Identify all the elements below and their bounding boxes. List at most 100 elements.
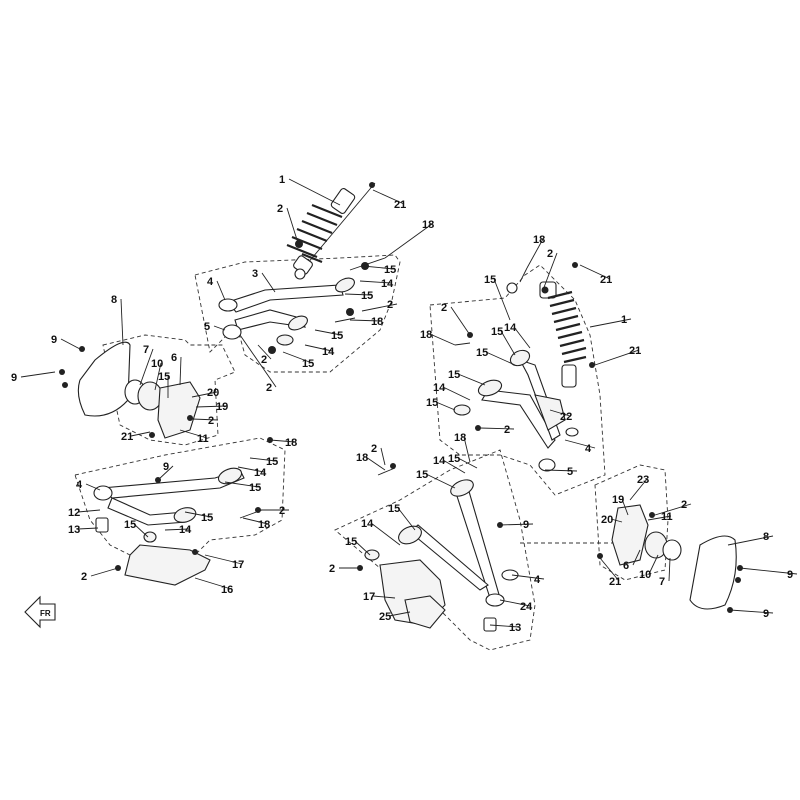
leader-line [133, 523, 149, 538]
callout-number: 15 [201, 512, 213, 524]
leader-line [179, 356, 182, 386]
leader-line [130, 431, 151, 437]
callout-2: 2 [441, 302, 471, 336]
leader-line [727, 535, 774, 546]
callout-15: 15 [448, 369, 486, 386]
leader-line [621, 498, 629, 516]
leader-line [344, 293, 372, 296]
callout-15: 15 [249, 456, 278, 468]
callout-number: 7 [659, 576, 665, 588]
callout-number: 14 [322, 346, 335, 358]
callout-number: 6 [623, 560, 629, 572]
leader-line [372, 189, 405, 205]
callout-number: 14 [433, 382, 446, 394]
leader-line [429, 333, 456, 346]
leader-line [237, 466, 265, 473]
callout-9: 9 [51, 334, 81, 350]
leader-line [242, 517, 269, 525]
callout-number: 15 [249, 482, 261, 494]
callout-15: 15 [158, 371, 170, 398]
callout-9: 9 [499, 519, 534, 531]
callout-number: 21 [609, 576, 621, 588]
callout-number: 4 [76, 479, 83, 491]
callout-number: 20 [207, 387, 219, 399]
leader-line [354, 540, 371, 556]
callout-8: 8 [111, 294, 124, 346]
callout-9: 9 [157, 461, 174, 481]
callout-number: 17 [232, 559, 244, 571]
leader-line [511, 574, 545, 580]
callout-2: 2 [277, 203, 299, 244]
callout-number: 4 [207, 276, 214, 288]
callout-number: 21 [394, 199, 406, 211]
callout-number: 4 [534, 574, 541, 586]
leader-line [213, 325, 226, 331]
callout-number: 1 [279, 174, 285, 186]
callout-number: 16 [221, 584, 233, 596]
callout-number: 15 [158, 371, 170, 383]
leader-line [479, 427, 515, 430]
leader-line [269, 439, 296, 443]
leader-line [195, 405, 227, 408]
callout-18: 18 [269, 437, 297, 449]
leader-line [184, 511, 212, 518]
callout-number: 10 [151, 358, 163, 370]
callout-number: 15 [448, 453, 460, 465]
callout-number: 2 [504, 424, 510, 436]
callout-number: 15 [302, 358, 314, 370]
left-lower-arm-boundary [74, 437, 286, 571]
leader-line [450, 306, 471, 336]
callout-7: 7 [139, 344, 154, 386]
leader-line [544, 469, 578, 472]
callout-number: 21 [629, 345, 641, 357]
callout-20: 20 [191, 387, 219, 399]
leader-line [164, 528, 190, 531]
leader-line [349, 319, 382, 322]
callout-number: 14 [504, 322, 517, 334]
callout-number: 14 [179, 524, 192, 536]
leader-line [139, 348, 154, 386]
callout-15: 15 [484, 274, 511, 321]
callout-number: 15 [361, 290, 373, 302]
leader-line [489, 624, 520, 628]
callout-number: 2 [266, 382, 272, 394]
callout-6: 6 [623, 549, 641, 572]
callout-15: 15 [345, 536, 371, 556]
leader-line [589, 318, 632, 328]
callout-number: 9 [523, 519, 529, 531]
callout-number: 15 [491, 326, 503, 338]
callout-number: 15 [426, 397, 438, 409]
leader-line [77, 527, 99, 530]
callout-18: 18 [349, 316, 383, 328]
leader-line [370, 522, 401, 546]
leader-line [85, 483, 101, 491]
left-knuckle-boundary [102, 334, 236, 446]
leader-line [579, 264, 611, 280]
leader-line [286, 207, 299, 244]
rear-upper-arm-boundary [194, 254, 401, 373]
callout-number: 17 [363, 591, 375, 603]
callout-13: 13 [68, 524, 99, 536]
callout-23: 23 [629, 474, 649, 501]
leader-line [314, 329, 342, 336]
callout-2: 2 [260, 505, 289, 517]
callout-17: 17 [363, 591, 396, 603]
callout-number: 18 [422, 219, 434, 231]
callout-number: 19 [612, 494, 624, 506]
front-direction-arrow: FR [24, 595, 56, 629]
callout-number: 14 [254, 467, 267, 479]
callout-19: 19 [612, 494, 629, 516]
callout-number: 15 [124, 519, 136, 531]
callout-2: 2 [361, 299, 398, 312]
leader-line [257, 344, 272, 360]
callout-number: 7 [143, 344, 149, 356]
callout-18: 18 [420, 329, 456, 346]
leader-line [365, 456, 386, 471]
callout-10: 10 [151, 358, 163, 391]
leader-line [60, 338, 81, 350]
callout-19: 19 [195, 401, 228, 413]
callout-2: 2 [257, 344, 272, 366]
callout-number: 2 [547, 248, 553, 260]
callout-18: 18 [384, 219, 434, 259]
